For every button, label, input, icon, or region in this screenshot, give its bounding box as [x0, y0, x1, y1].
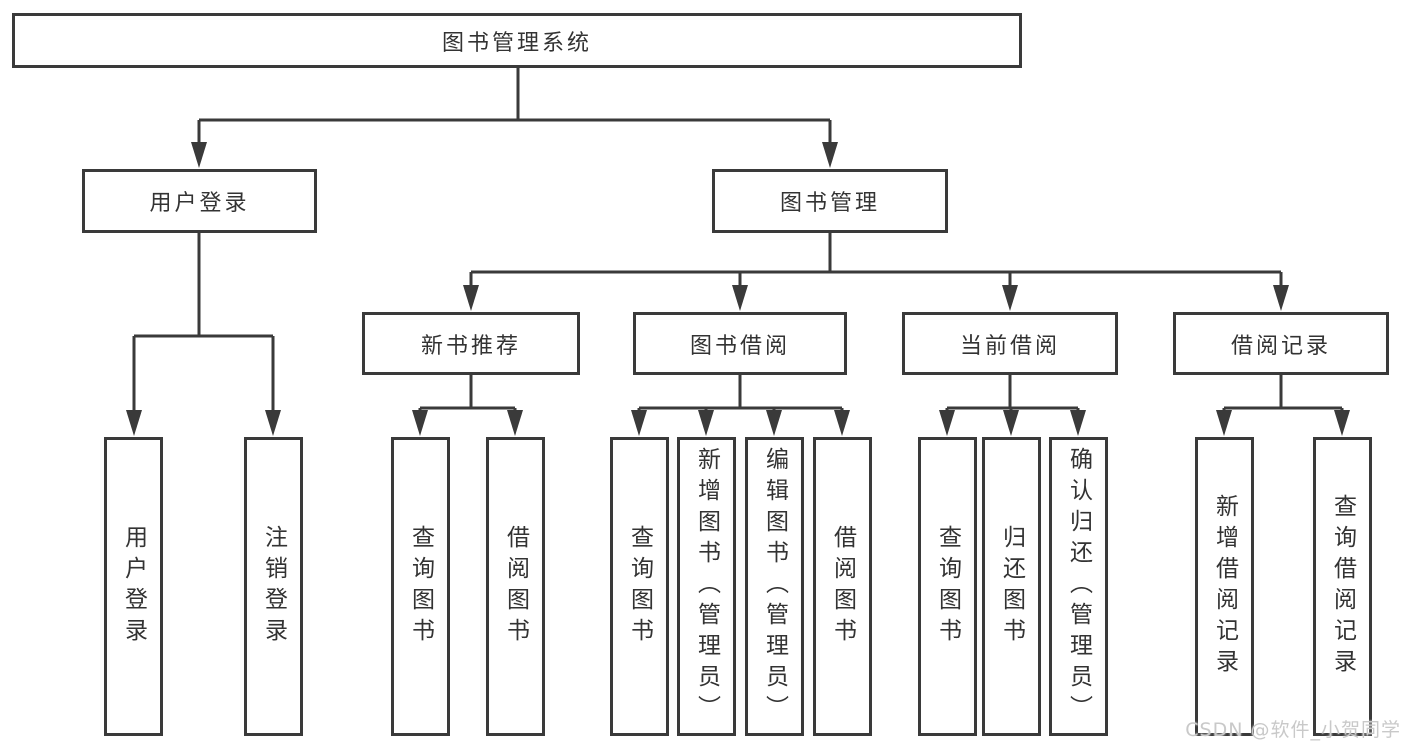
- leaf-borrow-books-borrowing: 借阅图书: [813, 437, 872, 736]
- leaf-add-borrow-record: 新增借阅记录: [1195, 437, 1254, 736]
- leaf-user-login: 用户登录: [104, 437, 163, 736]
- leaf-query-borrow-record: 查询借阅记录: [1313, 437, 1372, 736]
- leaf-edit-book-admin: 编辑图书（管理员）: [745, 437, 804, 736]
- arrowheads: [126, 142, 1350, 436]
- leaf-return-book: 归还图书: [982, 437, 1041, 736]
- leaf-query-books-recommend: 查询图书: [391, 437, 450, 736]
- leaf-query-books-current: 查询图书: [918, 437, 977, 736]
- node-current-borrowing: 当前借阅: [902, 312, 1118, 375]
- node-new-book-recommendation: 新书推荐: [362, 312, 580, 375]
- node-borrowing-records: 借阅记录: [1173, 312, 1389, 375]
- leaf-query-books-borrowing: 查询图书: [610, 437, 669, 736]
- leaf-borrow-books-recommend: 借阅图书: [486, 437, 545, 736]
- node-library-management-system: 图书管理系统: [12, 13, 1022, 68]
- leaf-logout: 注销登录: [244, 437, 303, 736]
- csdn-watermark: CSDN @软件_小贺同学: [1185, 719, 1401, 741]
- node-book-borrowing: 图书借阅: [633, 312, 847, 375]
- node-user-login: 用户登录: [82, 169, 317, 233]
- leaf-add-book-admin: 新增图书（管理员）: [677, 437, 736, 736]
- leaf-confirm-return-admin: 确认归还（管理员）: [1049, 437, 1108, 736]
- node-book-management: 图书管理: [712, 169, 948, 233]
